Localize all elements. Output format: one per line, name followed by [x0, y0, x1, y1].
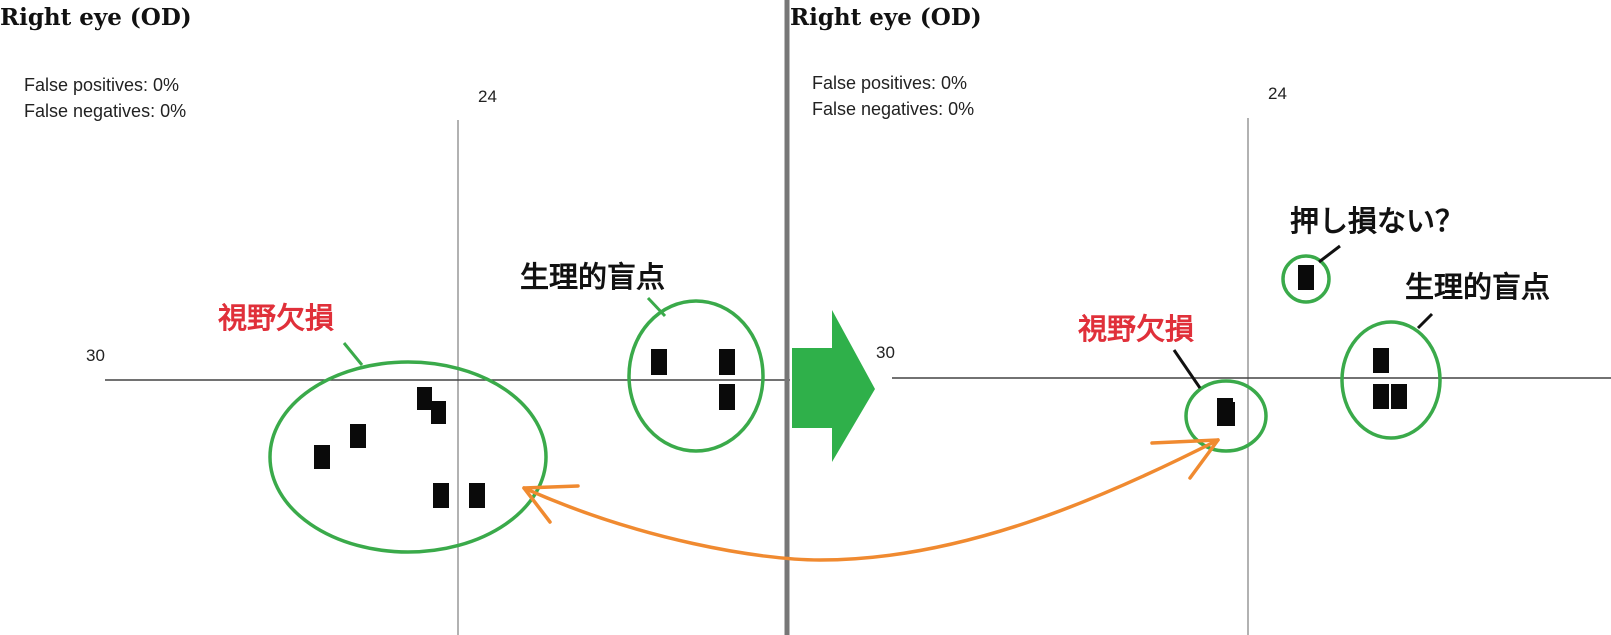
missed-press-leader — [1318, 244, 1341, 264]
left-panel-title: Right eye (OD) — [0, 4, 192, 31]
right-blind-spot-points — [1373, 348, 1407, 409]
right-blind-spot-leader — [1416, 312, 1434, 330]
missed-press-point — [1298, 265, 1314, 290]
defect-point — [469, 483, 485, 508]
missed-press-circle — [1281, 254, 1331, 304]
defect-point — [433, 483, 449, 508]
right-axis-label-top: 24 — [1268, 84, 1287, 103]
blind-spot-point — [719, 349, 735, 375]
defect-point — [350, 424, 366, 448]
left-false-positives: False positives: 0% — [24, 75, 180, 95]
comparison-arrow — [522, 438, 1220, 562]
blind-spot-point — [719, 384, 735, 410]
left-blind-spot-leader — [646, 296, 667, 318]
right-defect-label: 視野欠損 — [1078, 312, 1195, 346]
right-missed-press-label: 押し損ない？ — [1290, 204, 1465, 238]
comparison-arrowhead-right — [1150, 438, 1220, 480]
right-blind-spot-label: 生理的盲点 — [1405, 270, 1551, 304]
blind-spot-point — [1373, 384, 1389, 409]
right-false-positives: False positives: 0% — [812, 73, 968, 93]
left-defect-points — [314, 387, 485, 508]
left-blind-spot-circle — [627, 299, 765, 453]
left-axis-label-left: 30 — [86, 346, 105, 365]
defect-point — [431, 401, 446, 424]
left-defect-label: 視野欠損 — [218, 301, 335, 335]
transition-arrow — [792, 310, 875, 462]
right-false-negatives: False negatives: 0% — [812, 99, 975, 119]
left-blind-spot-points — [651, 349, 735, 410]
right-defect-point-overlap — [1221, 402, 1235, 426]
comparison-arrowhead-left — [522, 484, 580, 524]
right-panel-title: Right eye (OD) — [790, 4, 982, 31]
left-defect-leader — [342, 342, 364, 366]
right-blind-spot-circle — [1340, 320, 1442, 440]
right-defect-leader — [1172, 349, 1202, 389]
right-axis-label-left: 30 — [876, 343, 895, 362]
blind-spot-point — [651, 349, 667, 375]
left-blind-spot-label: 生理的盲点 — [520, 260, 666, 294]
blind-spot-point — [1391, 384, 1407, 409]
left-defect-circle — [268, 360, 548, 554]
blind-spot-point — [1373, 348, 1389, 373]
right-defect-circle — [1184, 379, 1268, 453]
left-false-negatives: False negatives: 0% — [24, 101, 187, 121]
left-axis-label-top: 24 — [478, 87, 497, 106]
defect-point — [417, 387, 432, 410]
defect-point — [314, 445, 330, 469]
